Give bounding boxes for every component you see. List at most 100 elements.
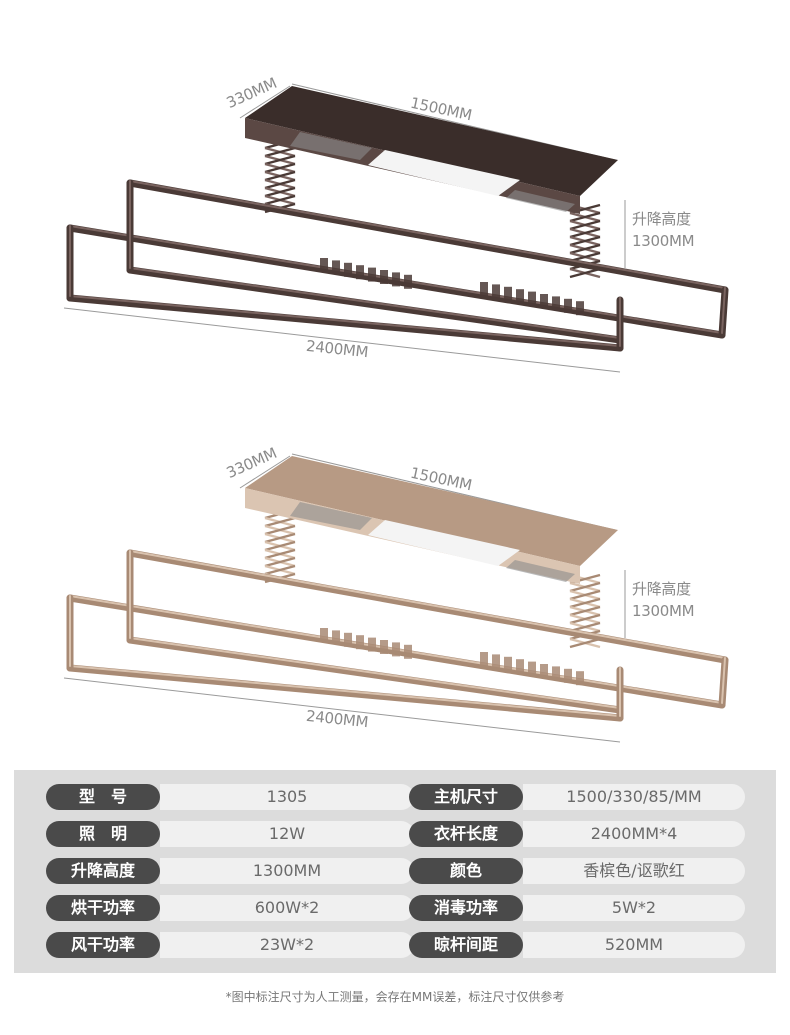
clothes-clip: [576, 301, 584, 316]
hanging-rod: [66, 664, 624, 722]
scissor-arm: [569, 227, 601, 239]
clothes-clip: [356, 265, 364, 280]
clothes-clip: [504, 656, 512, 671]
clothes-clip: [480, 282, 488, 296]
scissor-arm: [264, 194, 296, 206]
dimension-line: [239, 455, 291, 489]
clothes-clip: [344, 632, 352, 647]
clothes-clip: [540, 664, 548, 678]
spec-table: 型 号 1305 照 明 12W 升降高度 1300MM 烘干功率 600W*2…: [14, 770, 776, 973]
clothes-clip: [504, 286, 512, 301]
clothes-clip: [404, 274, 412, 289]
clothes-clip: [368, 637, 376, 652]
scissor-arm: [264, 516, 296, 528]
clothes-clip: [492, 284, 500, 299]
scissor-arm: [569, 235, 601, 247]
scissor-arm: [264, 170, 296, 182]
spec-label: 照 明: [46, 821, 160, 847]
hanging-rod-highlight: [129, 637, 621, 709]
drying-rack-dark-illustration: [63, 83, 729, 373]
spec-value: 5W*2: [523, 895, 745, 921]
lift-height-value: 1300MM: [632, 232, 695, 250]
footnote: *图中标注尺寸为人工测量，会存在MM误差，标注尺寸仅供参考: [225, 990, 565, 1004]
clothes-clip: [320, 628, 328, 642]
lift-height-value: 1300MM: [632, 602, 695, 620]
clothes-clip: [552, 296, 560, 311]
clothes-clip: [332, 630, 340, 645]
led-light-panel: [368, 150, 520, 196]
clothes-clip: [564, 668, 572, 683]
spec-label: 升降高度: [46, 858, 160, 884]
scissor-arm: [569, 613, 601, 625]
spec-value: 1500/330/85/MM: [523, 784, 745, 810]
scissor-arm: [264, 564, 296, 576]
clothes-clip: [516, 289, 524, 304]
product-image-champagne: 330MM 1500MM 升降高度 1300MM 2400MM: [0, 370, 790, 750]
scissor-arm: [264, 186, 296, 198]
clothes-clip: [344, 262, 352, 277]
spec-value: 600W*2: [160, 895, 414, 921]
dimension-line: [63, 307, 621, 373]
spec-value: 23W*2: [160, 932, 414, 958]
scissor-arm: [569, 605, 601, 617]
lift-height-label: 升降高度: [632, 580, 691, 598]
scissor-arm: [569, 219, 601, 231]
fan-vent: [506, 560, 575, 582]
dimension-line: [63, 677, 621, 743]
scissor-arm: [264, 146, 296, 158]
spec-value: 12W: [160, 821, 414, 847]
hanging-rod: [126, 266, 624, 344]
clothes-clip: [404, 644, 412, 659]
scissor-arm: [569, 589, 601, 601]
clothes-clip: [368, 267, 376, 282]
hanging-rod: [66, 294, 624, 352]
clothes-clip: [576, 671, 584, 686]
hanging-rod-highlight: [69, 295, 621, 347]
clothes-clip: [516, 659, 524, 674]
spec-value: 520MM: [523, 932, 745, 958]
clothes-clip: [564, 298, 572, 313]
scissor-arm: [569, 243, 601, 255]
end-frame-highlight: [721, 287, 726, 334]
clothes-clip: [332, 260, 340, 275]
scissor-arm: [264, 524, 296, 536]
fan-vent: [506, 190, 575, 212]
hanging-rod-highlight: [129, 180, 726, 289]
clothes-clip: [492, 654, 500, 669]
spec-label: 烘干功率: [46, 895, 160, 921]
fan-vent: [290, 502, 372, 530]
hanging-rod-highlight: [129, 267, 621, 339]
scissor-arm: [264, 556, 296, 568]
scissor-arm: [264, 532, 296, 544]
hanging-rod-highlight: [69, 665, 621, 717]
spec-label: 消毒功率: [409, 895, 523, 921]
clothes-clip: [320, 258, 328, 272]
end-frame-highlight: [721, 657, 726, 704]
spec-value: 1305: [160, 784, 414, 810]
scissor-arm: [264, 178, 296, 190]
clothes-clip: [528, 661, 536, 676]
scissor-arm: [569, 637, 601, 649]
main-housing-top: [245, 86, 618, 196]
hanging-rod: [126, 549, 729, 664]
clothes-clip: [552, 666, 560, 681]
spec-value: 1300MM: [160, 858, 414, 884]
clothes-clip: [480, 652, 488, 666]
fan-vent: [290, 132, 372, 160]
clothes-clip: [540, 294, 548, 308]
drying-rack-champagne-illustration: [63, 453, 729, 743]
clothes-clip: [356, 635, 364, 650]
spec-label: 风干功率: [46, 932, 160, 958]
scissor-arm: [264, 162, 296, 174]
dimension-line: [239, 85, 291, 119]
scissor-arm: [569, 211, 601, 223]
spec-label: 主机尺寸: [409, 784, 523, 810]
clothes-clip: [392, 272, 400, 287]
spec-value: 香槟色/讴歌红: [523, 858, 745, 884]
main-housing-top: [245, 456, 618, 566]
spec-label: 晾杆间距: [409, 932, 523, 958]
spec-label: 衣杆长度: [409, 821, 523, 847]
spec-label: 型 号: [46, 784, 160, 810]
lift-height-label: 升降高度: [632, 210, 691, 228]
scissor-arm: [569, 267, 601, 279]
